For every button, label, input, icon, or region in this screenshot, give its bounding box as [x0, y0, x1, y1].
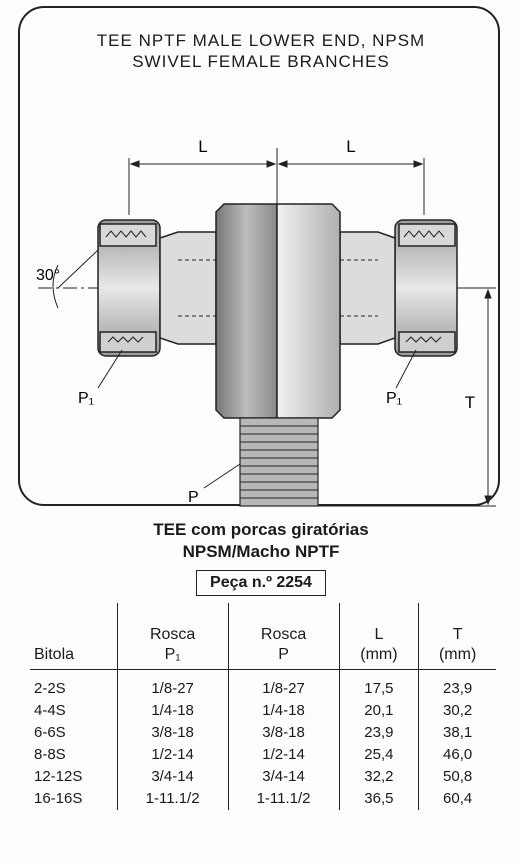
- dimension-l-lines: [128, 148, 425, 215]
- dimension-l-left-label: L: [198, 137, 207, 156]
- header-t: T (mm): [418, 603, 496, 670]
- cell-p: 1/2-14: [227, 744, 340, 766]
- left-swivel-nut: [97, 219, 217, 357]
- cell-p: 1/4-18: [227, 700, 340, 722]
- dimension-l-right-label: L: [346, 137, 355, 156]
- title-line-1: TEE NPTF MALE LOWER END, NPSM: [96, 31, 426, 50]
- tee-fitting-diagram: L L 30°: [36, 137, 496, 507]
- cell-bitola: 6-6S: [34, 724, 66, 741]
- cell-p: 3/8-18: [227, 722, 340, 744]
- cell-p1: 1/4-18: [116, 700, 229, 722]
- cell-p: 1/8-27: [227, 669, 340, 700]
- table-header-row: Bitola Rosca P₁ Rosca P L (mm) T (mm): [30, 603, 496, 670]
- angle-annotation: [52, 249, 99, 309]
- cell-l: 20,1: [338, 700, 419, 722]
- label-p: P: [188, 489, 199, 506]
- cell-l: 36,5: [338, 788, 419, 810]
- cell-t: 30,2: [418, 700, 496, 722]
- cell-l: 25,4: [338, 744, 419, 766]
- label-p1-left: P₁: [78, 390, 94, 407]
- dimension-t-lines: [318, 287, 496, 507]
- header-rosca-p: Rosca P: [227, 603, 340, 670]
- cell-t: 60,4: [418, 788, 496, 810]
- right-swivel-nut: [339, 219, 458, 357]
- caption-line-2: NPSM/Macho NPTF: [182, 542, 340, 561]
- cell-l: 23,9: [338, 722, 419, 744]
- spec-table: Bitola Rosca P₁ Rosca P L (mm) T (mm) 2-…: [30, 603, 496, 810]
- cell-p1: 3/4-14: [116, 766, 229, 788]
- cell-t: 50,8: [418, 766, 496, 788]
- header-l: L (mm): [338, 603, 419, 670]
- header-bitola: Bitola: [30, 603, 118, 670]
- cell-bitola: 4-4S: [34, 702, 66, 719]
- leader-lines: [97, 349, 417, 489]
- cell-bitola: 12-12S: [34, 768, 83, 785]
- cell-p1: 1/8-27: [116, 669, 229, 700]
- cell-p1: 1-11.1/2: [116, 788, 229, 810]
- cell-t: 46,0: [418, 744, 496, 766]
- caption-line-1: TEE com porcas giratórias: [153, 520, 369, 539]
- cell-p1: 3/8-18: [116, 722, 229, 744]
- cell-bitola: 8-8S: [34, 746, 66, 763]
- angle-label: 30°: [36, 267, 60, 284]
- cell-t: 23,9: [418, 669, 496, 700]
- cell-t: 38,1: [418, 722, 496, 744]
- cell-l: 17,5: [338, 669, 419, 700]
- cell-bitola: 16-16S: [34, 790, 83, 807]
- tee-hex-body: [215, 203, 341, 419]
- cell-l: 32,2: [338, 766, 419, 788]
- cell-p: 1-11.1/2: [227, 788, 340, 810]
- cell-bitola: 2-2S: [34, 680, 66, 697]
- cell-p1: 1/2-14: [116, 744, 229, 766]
- part-number-box: Peça n.º 2254: [196, 570, 326, 596]
- header-rosca-p1: Rosca P₁: [116, 603, 229, 670]
- dimension-t-label: T: [465, 393, 475, 412]
- cell-p: 3/4-14: [227, 766, 340, 788]
- male-threaded-end: [239, 417, 319, 507]
- label-p1-right: P₁: [386, 390, 402, 407]
- title-line-2: SWIVEL FEMALE BRANCHES: [132, 52, 390, 71]
